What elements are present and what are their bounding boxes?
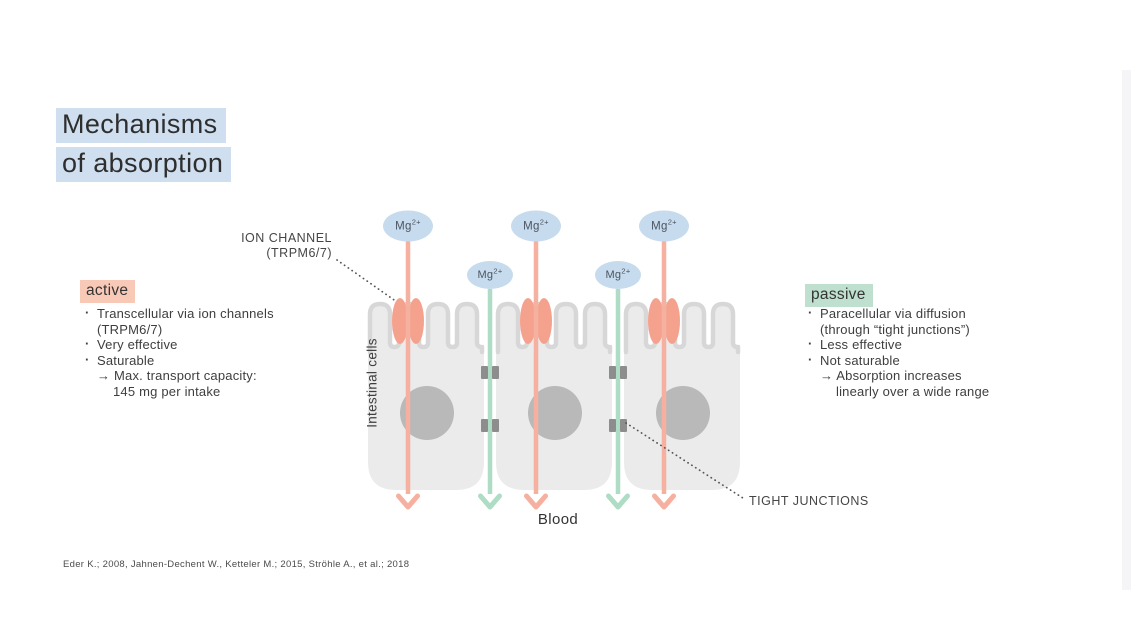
- mg-ion-badge: Mg2+: [595, 261, 641, 289]
- mg-ion-badge: Mg2+: [511, 210, 561, 242]
- page-title: Mechanisms of absorption: [56, 108, 232, 186]
- page-edge-strip: [1122, 70, 1131, 590]
- ion-channel-label: ION CHANNEL (TRPM6/7): [241, 231, 332, 260]
- ion-channel-pointer-line: [336, 259, 398, 303]
- citation: Eder K.; 2008, Jahnen-Dechent W., Kettel…: [63, 559, 410, 570]
- intestinal-cell-3: [624, 241, 740, 507]
- active-list: Transcellular via ion channels (TRPM6/7)…: [84, 305, 309, 399]
- mg-ion-badge: Mg2+: [383, 210, 433, 242]
- list-item: → Max. transport capacity:: [97, 368, 257, 383]
- intestinal-cell-1: [368, 241, 484, 507]
- list-item: → Absorption increases: [820, 368, 962, 383]
- list-item: Not saturable: [807, 352, 1042, 369]
- blood-label: Blood: [537, 511, 579, 528]
- mg-ion-badge: Mg2+: [467, 261, 513, 289]
- intestinal-cells-label: Intestinal cells: [364, 338, 380, 428]
- active-heading: active: [80, 280, 136, 303]
- page-title-line1: Mechanisms: [56, 108, 226, 143]
- list-item: (TRPM6/7): [97, 321, 163, 337]
- mg-ion-badge: Mg2+: [639, 210, 689, 242]
- list-item: Very effective: [84, 336, 309, 353]
- list-item: (through “tight junctions”): [820, 321, 970, 337]
- page-title-line2: of absorption: [56, 147, 232, 182]
- list-item: Paracellular via diffusion: [807, 305, 1042, 322]
- list-item: Transcellular via ion channels: [84, 305, 309, 322]
- passive-list: Paracellular via diffusion (through “tig…: [807, 305, 1042, 399]
- list-item: 145 mg per intake: [113, 383, 221, 399]
- list-item: Saturable: [84, 352, 309, 369]
- list-item: linearly over a wide range: [836, 383, 990, 399]
- tight-junctions-label: TIGHT JUNCTIONS: [749, 494, 869, 508]
- intestinal-cell-2: [496, 241, 612, 507]
- tight-junction-pointer-line: [625, 422, 747, 501]
- passive-heading: passive: [805, 284, 873, 307]
- list-item: Less effective: [807, 336, 1042, 353]
